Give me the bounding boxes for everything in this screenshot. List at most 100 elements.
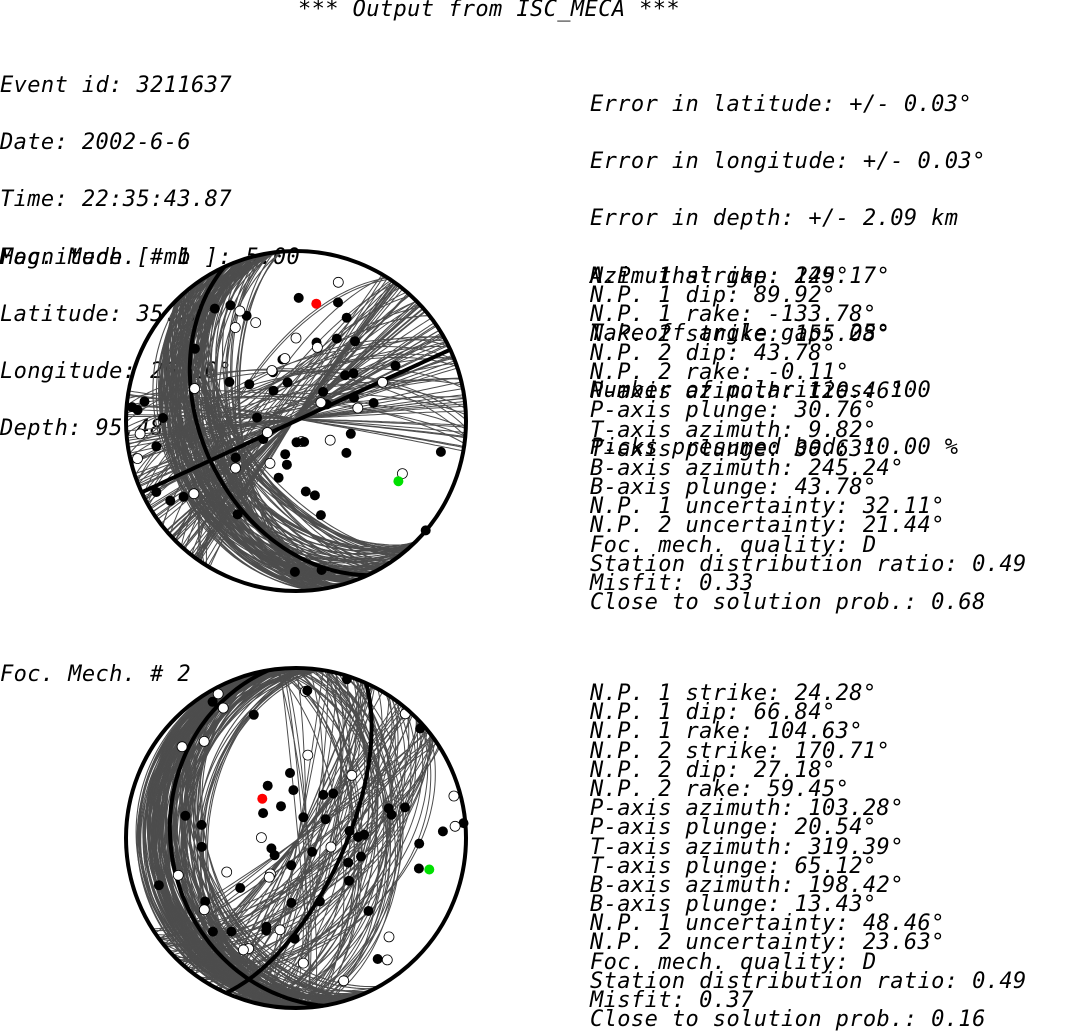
mechanism-1-param-line: N.P. 1 dip: 89.92° (590, 283, 836, 309)
dilatation-polarity (255, 832, 267, 844)
t-axis-marker (311, 298, 322, 309)
uncertainty-curve (136, 353, 456, 482)
uncertainty-curve (294, 668, 388, 1008)
uncertainty-curve (160, 668, 304, 1008)
dilatation-polarity (297, 957, 309, 969)
uncertainty-curve (126, 370, 466, 423)
dilatation-polarity (266, 365, 278, 376)
compression-polarity (390, 360, 401, 371)
compression-polarity (261, 921, 272, 932)
mechanism-2-param-line: B-axis plunge: 13.43° (590, 892, 877, 918)
mechanism-2-param-line: P-axis azimuth: 103.28° (590, 796, 904, 822)
mechanism-2-param-line: N.P. 1 dip: 66.84° (590, 700, 836, 726)
compression-polarity (232, 509, 243, 520)
compression-polarity (276, 801, 286, 812)
compression-polarity (244, 379, 255, 390)
compression-polarity (302, 685, 313, 696)
uncertainty-curve (247, 674, 392, 1002)
compression-polarity (282, 377, 293, 388)
takeoff-angle-gap: Takeoff angle gap: 25° (590, 320, 891, 346)
mechanism-1-param-line: T-axis plunge: 30.63° (590, 436, 877, 462)
mechanism-1-param-line: T-axis azimuth: 9.82° (590, 417, 877, 443)
mechanism-1-param-line: Close to solution prob.: 0.68 (590, 590, 986, 616)
dilatation-polarity (188, 488, 200, 500)
mechanism-2-param-line: Close to solution prob.: 0.16 (590, 1007, 986, 1032)
compression-polarity (293, 292, 304, 303)
dilatation-polarity (198, 736, 210, 747)
compression-polarity (273, 472, 284, 483)
mechanism-2-param-line: Foc. mech. quality: D (590, 949, 877, 975)
compression-polarity (289, 566, 300, 577)
compression-polarity (328, 788, 339, 799)
compression-polarity (435, 446, 446, 457)
mechanism-2-beachball (124, 666, 469, 1010)
dilatation-polarity (229, 322, 241, 333)
mechanism-1-param-line: N.P. 2 strike: 155.08° (590, 321, 891, 347)
uncertainty-curve (201, 696, 406, 980)
mechanism-1-beachball (124, 249, 468, 593)
uncertainty-curve (151, 675, 347, 1003)
uncertainty-curve (164, 729, 428, 947)
mechanism-2-param-line: P-axis plunge: 20.54° (590, 815, 877, 841)
compression-polarity (224, 377, 235, 387)
compression-polarity (363, 906, 374, 916)
uncertainty-curve (162, 733, 431, 949)
compression-polarity (343, 857, 354, 868)
uncertainty-curve (172, 303, 420, 539)
dilatation-polarity (189, 383, 200, 394)
compression-polarity (344, 875, 354, 886)
uncertainty-curve (284, 668, 356, 1008)
compression-polarity (309, 490, 320, 501)
mechanism-1-param-line: N.P. 1 uncertainty: 32.11° (590, 494, 945, 520)
compression-polarity (298, 812, 309, 823)
compression-polarity (235, 883, 246, 893)
uncertainty-curve (264, 670, 329, 1006)
uncertainty-curve (225, 252, 321, 590)
dilatation-polarity (221, 866, 233, 878)
uncertainty-curve (279, 668, 377, 1008)
compression-polarity (368, 398, 379, 408)
azimuthal-gap: Azimuthal gap: 129° (590, 263, 850, 289)
uncertainty-curve (279, 668, 313, 1008)
compression-polarity (207, 696, 218, 707)
mechanism-2-param-line: N.P. 2 rake: 59.45° (590, 776, 850, 802)
uncertainty-curves (135, 668, 441, 1008)
uncertainty-curve (180, 712, 412, 964)
t-axis-marker (257, 793, 268, 804)
compression-polarity (316, 565, 327, 575)
compression-polarity (344, 826, 355, 836)
compression-polarity (132, 405, 143, 415)
event-date: Date: 2002-6-6 (0, 130, 192, 156)
compression-polarity (320, 814, 331, 825)
beachball-outline (124, 249, 468, 593)
uncertainty-curve (158, 738, 435, 938)
uncertainty-curve (174, 252, 322, 590)
compression-polarity (209, 303, 220, 314)
compression-polarity (350, 336, 360, 347)
uncertainty-curve (144, 669, 326, 1007)
compression-polarity (437, 826, 448, 837)
dilatation-polarity (198, 904, 210, 916)
mechanism-1-param-line: P-axis azimuth: 120.46° (590, 379, 904, 405)
mechanism-2-param-line: T-axis azimuth: 319.39° (590, 834, 904, 860)
dilatation-polarity (217, 702, 229, 714)
compression-polarity (289, 933, 300, 944)
mechanism-2-title: Foc. Mech. # 2 (0, 662, 192, 687)
uncertainty-curve (148, 335, 444, 506)
compression-polarity (341, 312, 352, 323)
uncertainty-curve (279, 668, 404, 1008)
uncertainty-curve (161, 733, 431, 945)
uncertainty-curve (196, 282, 396, 559)
number-of-polarities: Number of polarities: 100 (590, 377, 932, 403)
compression-polarity (180, 810, 191, 821)
compression-polarity (280, 449, 291, 460)
dilatation-polarity (172, 869, 184, 881)
uncertainty-curve (179, 256, 341, 586)
compression-polarity (318, 789, 329, 800)
page-title: *** Output from ISC_MECA *** (298, 0, 681, 22)
uncertainty-curve (174, 263, 362, 580)
dilatation-polarity (264, 457, 276, 469)
uncertainty-curve (263, 670, 370, 1006)
dilatation-polarity (132, 453, 143, 464)
dilatation-polarity (274, 924, 286, 936)
